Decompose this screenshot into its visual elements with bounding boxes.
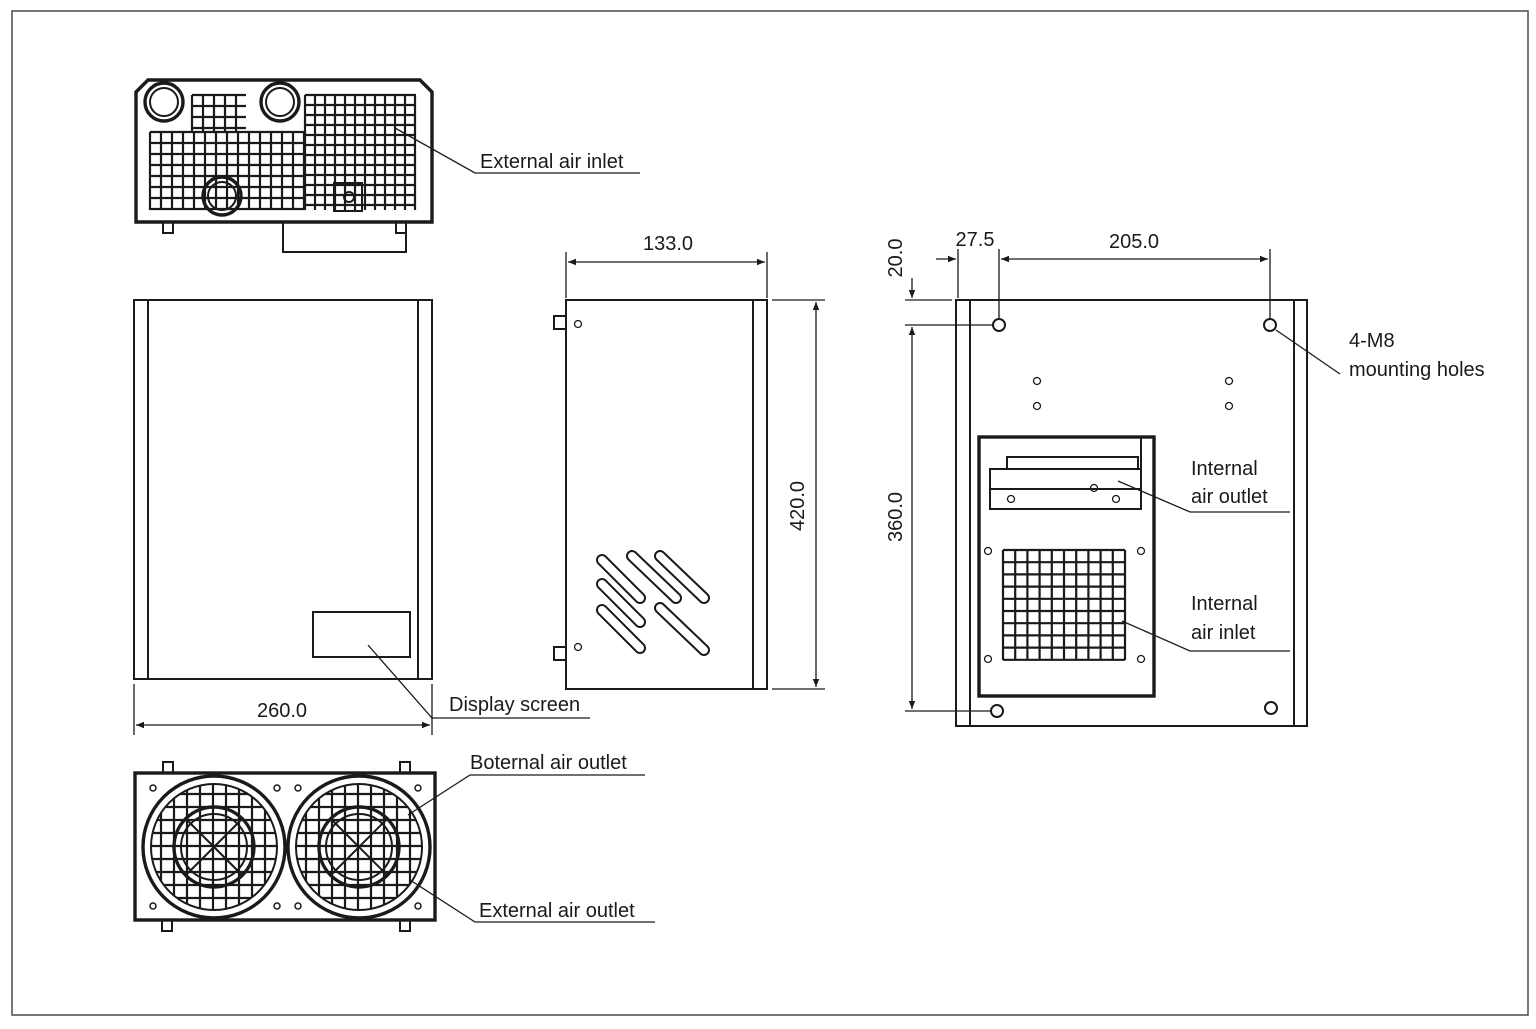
- label-internal-inlet-1: Internal: [1191, 593, 1258, 615]
- top-view: External air inlet: [134, 78, 640, 253]
- dim-side-depth: 133.0: [643, 233, 693, 255]
- dim-top-offset: 20.0: [885, 239, 907, 278]
- rear-view: Internal air outlet Internal air inlet 4…: [885, 229, 1485, 727]
- mounting-hole: [992, 318, 1006, 332]
- bottom-view: Boternal air outlet External air outlet: [133, 752, 655, 932]
- inlet-grille: [148, 93, 417, 211]
- front-view: Display screen 260.0: [133, 299, 590, 735]
- dim-height: 420.0: [787, 481, 809, 531]
- dim-front-width: 260.0: [257, 700, 307, 722]
- fan-left: [141, 774, 287, 920]
- display-screen: [312, 611, 411, 658]
- label-mounting-holes-2: mounting holes: [1349, 359, 1485, 381]
- dim-hole-spacing-horizontal: 205.0: [1109, 231, 1159, 253]
- side-vent-slots: [596, 550, 710, 656]
- label-mounting-holes-1: 4-M8: [1349, 330, 1395, 352]
- dim-hole-spacing-vertical: 360.0: [885, 492, 907, 542]
- label-internal-inlet-2: air inlet: [1191, 622, 1256, 644]
- label-internal-outlet-2: air outlet: [1191, 486, 1268, 508]
- label-internal-outlet-1: Internal: [1191, 458, 1258, 480]
- mounting-hole: [1264, 701, 1278, 715]
- internal-inlet-grille: [1001, 548, 1127, 661]
- label-external-air-inlet: External air inlet: [480, 151, 624, 173]
- label-display-screen: Display screen: [449, 694, 580, 716]
- label-external-air-outlet: External air outlet: [479, 900, 635, 922]
- fan-right: [286, 774, 432, 920]
- mounting-hole: [1263, 318, 1277, 332]
- mounting-hole: [990, 704, 1004, 718]
- label-boternal-air-outlet: Boternal air outlet: [470, 752, 627, 774]
- dim-side-offset: 27.5: [956, 229, 995, 251]
- side-view: 133.0 420.0: [553, 233, 825, 690]
- page-frame: [11, 10, 1529, 1016]
